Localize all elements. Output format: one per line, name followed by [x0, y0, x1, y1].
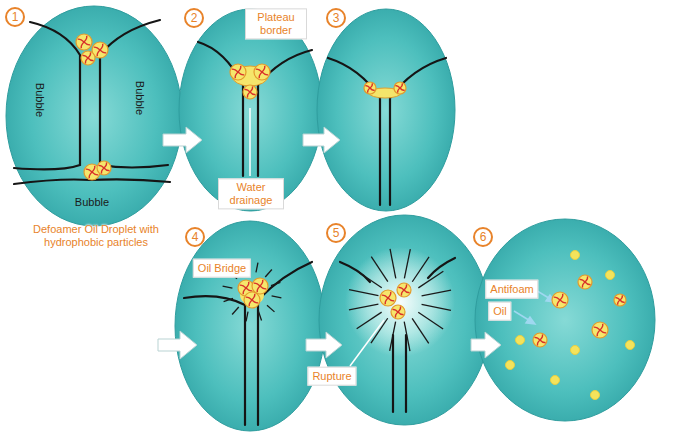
label-holder: 5 — [326, 223, 346, 243]
stage-panel: 1BubbleBubbleBubbleDefoamer Oil Droplet … — [5, 5, 183, 227]
label-holder: Defoamer Oil Droplet with hydrophobic pa… — [21, 223, 171, 248]
label-holder: Water drainage — [218, 178, 284, 209]
label-holder: Plateau border — [245, 8, 307, 39]
stage-panel: 4Oil Bridge — [174, 220, 326, 432]
panel-ellipse — [319, 215, 490, 425]
panel-ellipse — [175, 221, 325, 431]
callout-number: 3 — [326, 8, 346, 28]
panel-ellipse — [316, 8, 456, 212]
label-holder: Bubble — [134, 81, 147, 115]
label-holder: 4 — [185, 227, 205, 247]
callout-box: Oil — [488, 302, 511, 321]
stage-panel: 2 Plateau borderWater drainage — [178, 8, 323, 212]
stage-panel: 6AntifoamOil — [474, 218, 656, 422]
callout-number: 6 — [473, 227, 493, 247]
callout-number: 5 — [326, 223, 346, 243]
droplet-label: Defoamer Oil Droplet with hydrophobic pa… — [21, 223, 171, 248]
callout-number: 2 — [184, 8, 204, 28]
callout-box: Antifoam — [485, 280, 538, 299]
panel-ellipse — [174, 220, 326, 432]
label-holder: Oil Bridge — [193, 259, 251, 278]
label-holder: Rupture — [307, 367, 356, 386]
callout-box: Plateau border — [245, 8, 307, 39]
label-holder: Bubble — [75, 196, 109, 209]
stage-panel: 5Rupture — [318, 214, 491, 426]
callout-number: 1 — [5, 7, 25, 27]
label-holder: 6 — [473, 227, 493, 247]
callout-number: 4 — [185, 227, 205, 247]
panel-ellipse — [5, 5, 183, 227]
bubble-label: Bubble — [75, 196, 109, 209]
bubble-label: Bubble — [134, 81, 147, 115]
panel-ellipse — [475, 219, 655, 421]
label-holder: Bubble — [34, 83, 47, 117]
callout-box: Rupture — [307, 367, 356, 386]
bubble-label: Bubble — [34, 83, 47, 117]
label-holder: Antifoam — [485, 280, 538, 299]
label-holder: 2 — [184, 8, 204, 28]
callout-box: Water drainage — [218, 178, 284, 209]
panel-ellipse — [317, 9, 455, 211]
label-holder: Oil — [488, 302, 511, 321]
label-holder: 3 — [326, 8, 346, 28]
label-holder: 1 — [5, 7, 25, 27]
panel-ellipse — [179, 9, 322, 211]
panel-ellipse — [6, 6, 182, 226]
panel-ellipse — [318, 214, 491, 426]
stage-panel: 3 — [316, 8, 456, 212]
callout-box: Oil Bridge — [193, 259, 251, 278]
